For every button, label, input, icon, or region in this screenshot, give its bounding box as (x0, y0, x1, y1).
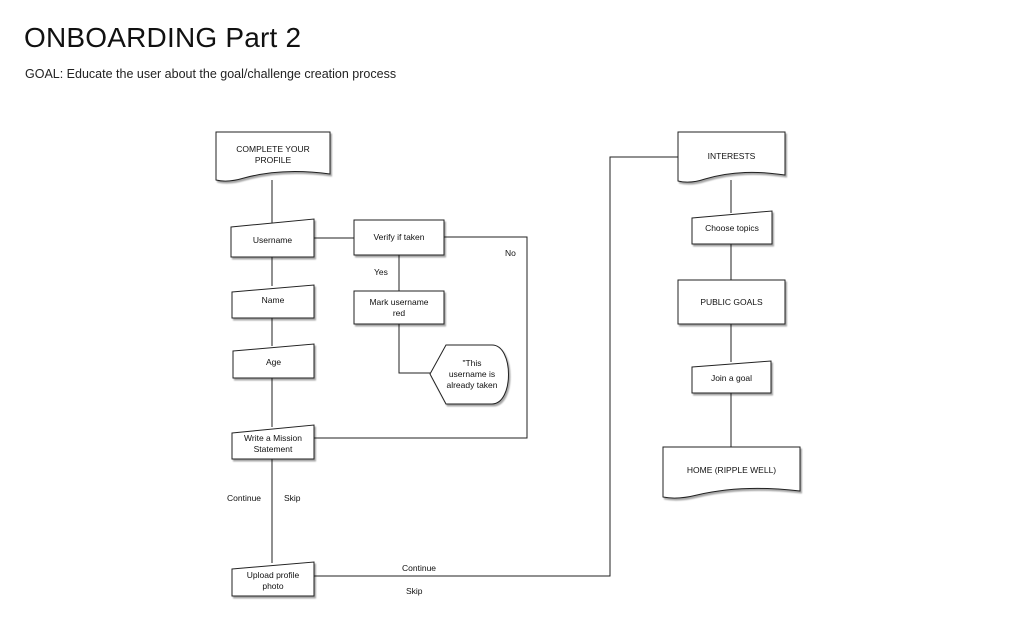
node-complete-profile: COMPLETE YOUR PROFILE (236, 144, 310, 165)
edge-label-yes: Yes (374, 267, 388, 277)
page-goal: GOAL: Educate the user about the goal/ch… (25, 67, 397, 81)
node-age: Age (265, 356, 282, 367)
node-shape-join-goal (691, 360, 772, 394)
edge-label-no: No (505, 248, 516, 258)
node-name: Name (261, 295, 285, 305)
node-join-a-goal: Join a goal (710, 372, 753, 383)
node-username-taken-message: "This username is already taken (446, 358, 498, 390)
node-shape-username (230, 218, 315, 258)
node-mark-username-red: Mark username red (369, 296, 429, 318)
node-shape-age (232, 343, 315, 379)
node-shape-mission (231, 424, 315, 460)
node-shape-mark-red (353, 290, 445, 325)
node-choose-topics: Choose topics (705, 222, 759, 233)
node-shape-complete-profile (215, 131, 331, 182)
page-title: ONBOARDING Part 2 (24, 22, 302, 53)
node-shape-public-goals (677, 279, 786, 325)
input-shapes (230, 210, 773, 597)
edge-label-skip-upload: Skip (406, 586, 423, 596)
node-mission-statement: Write a Mission Statement (244, 432, 302, 454)
node-shape-taken-message (429, 344, 509, 405)
node-shape-upload (231, 561, 315, 597)
node-shape-interests (677, 131, 786, 183)
document-shapes (215, 131, 801, 499)
node-shape-home (662, 446, 801, 499)
node-interests: INTERESTS (707, 150, 756, 161)
node-username: Username (252, 234, 293, 245)
node-home-ripple-well: HOME (RIPPLE WELL) (686, 464, 777, 475)
edge-label-continue-upload: Continue (402, 563, 437, 573)
connector-mark-message (398, 324, 432, 374)
node-verify-if-taken: Verify if taken (373, 232, 425, 242)
edge-label-continue-mission: Continue (227, 493, 262, 503)
connector-upload-interests (314, 156, 678, 577)
node-shape-verify (353, 219, 445, 256)
node-upload-profile-photo: Upload profile photo (246, 569, 300, 591)
process-shapes (353, 219, 786, 325)
node-shape-name (231, 284, 315, 319)
node-shape-choose-topics (691, 210, 773, 245)
node-public-goals: PUBLIC GOALS (700, 296, 763, 307)
edge-label-skip-mission: Skip (284, 493, 301, 503)
connector-no-path (314, 236, 528, 439)
connectors (271, 156, 732, 577)
